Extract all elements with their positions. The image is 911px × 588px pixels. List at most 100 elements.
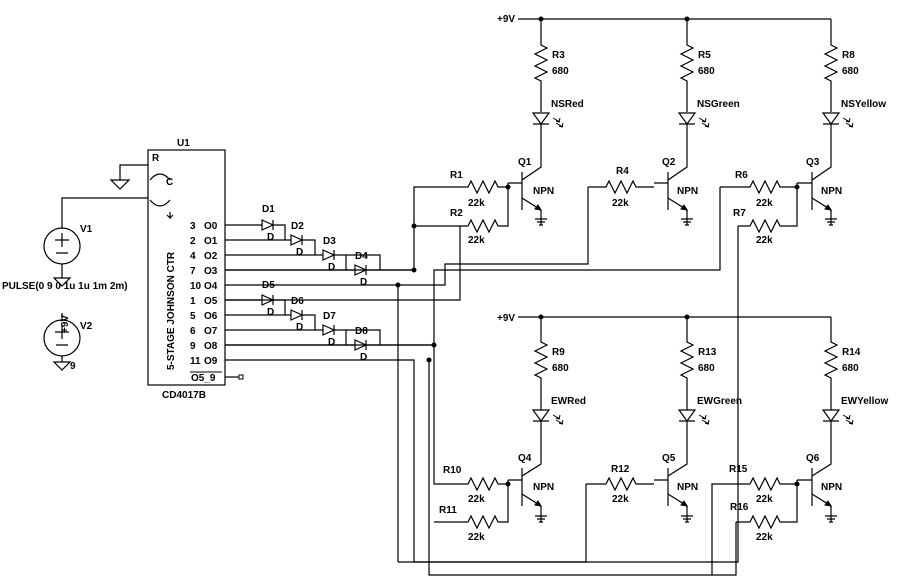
resistor-r10-value: 22k xyxy=(468,494,485,505)
diode-name: D3 xyxy=(323,236,336,247)
ic-pin-number: 3 xyxy=(190,221,196,232)
led-ew-yellow-label: EWYellow xyxy=(841,396,888,407)
resistor-r4-value: 22k xyxy=(612,198,629,209)
ns-red-branch: R3 680 NSRed Q1 NPN xyxy=(508,19,584,226)
transistor-q3-type: NPN xyxy=(821,186,842,197)
ic-ref-label: U1 xyxy=(177,138,190,149)
resistor-r5-value: 680 xyxy=(698,66,715,77)
transistor-q2-type: NPN xyxy=(677,186,698,197)
v2-pos-label: +9V xyxy=(60,315,71,333)
resistor-r1-name: R1 xyxy=(450,170,463,181)
v1-name: V1 xyxy=(80,224,93,235)
transistor-q6-name: Q6 xyxy=(806,453,820,464)
diode-name: D1 xyxy=(262,204,275,215)
diode-type: D xyxy=(360,277,367,288)
ic-pin-number: 2 xyxy=(190,236,196,247)
ic-output-label: O9 xyxy=(204,356,218,367)
ic-output-label: O7 xyxy=(204,326,218,337)
resistor-r13-name: R13 xyxy=(698,347,717,358)
resistor-r12-value: 22k xyxy=(612,494,629,505)
resistor-r5-name: R5 xyxy=(698,50,711,61)
ic-pin-number: 7 xyxy=(190,266,196,277)
resistor-r14-name: R14 xyxy=(842,347,861,358)
resistor-r11-value: 22k xyxy=(468,532,485,543)
ic-pin-number: 4 xyxy=(190,251,196,262)
diode-type: D xyxy=(328,337,335,348)
diode-type: D xyxy=(360,352,367,363)
transistor-q4-type: NPN xyxy=(533,482,554,493)
diode-symbol xyxy=(225,324,336,336)
ic-pin-number: 11 xyxy=(190,356,201,367)
ic-carry-out-label: O5_9 xyxy=(191,373,216,384)
diode-name: D4 xyxy=(355,251,368,262)
diode-symbol xyxy=(225,309,304,321)
transistor-q1-name: Q1 xyxy=(518,157,532,168)
resistor-r4-name: R4 xyxy=(616,166,629,177)
resistor-r14-value: 680 xyxy=(842,363,859,374)
ic-reset-pin-label: R xyxy=(152,153,160,164)
diode-symbol xyxy=(225,249,336,261)
ew-red-branch: R9 680 EWRed Q4 NPN xyxy=(508,317,586,523)
diode-symbol xyxy=(225,219,275,231)
diode-name: D6 xyxy=(291,296,304,307)
ns-green-branch: R5 680 NSGreen Q2 NPN xyxy=(654,19,740,226)
ns-yellow-branch: R8 680 NSYellow Q3 NPN xyxy=(797,19,886,226)
ic-pin-number: 5 xyxy=(190,311,196,322)
resistor-r2-name: R2 xyxy=(450,208,463,219)
resistor-r12-name: R12 xyxy=(611,464,630,475)
ic-output-label: O3 xyxy=(204,266,218,277)
resistor-r7-value: 22k xyxy=(756,235,773,246)
ic-pin-number: 9 xyxy=(190,341,196,352)
ns-rail-label: +9V xyxy=(497,14,515,25)
diode-type: D xyxy=(296,322,303,333)
transistor-q2-name: Q2 xyxy=(662,157,676,168)
transistor-q6-type: NPN xyxy=(821,482,842,493)
transistor-q4-name: Q4 xyxy=(518,453,532,464)
resistor-r3-name: R3 xyxy=(552,50,565,61)
pulse-source-v1: V1 PULSE(0 9 0 1u 1u 1m 2m) xyxy=(2,197,148,292)
resistor-r9-name: R9 xyxy=(552,347,565,358)
ic-body-text: 5-STAGE JOHNSON CTR xyxy=(166,251,177,370)
transistor-q5-type: NPN xyxy=(677,482,698,493)
ic-output-label: O2 xyxy=(204,251,218,262)
ew-green-branch: R13 680 EWGreen Q5 NPN xyxy=(654,317,742,523)
ic-output-label: O0 xyxy=(204,221,218,232)
v1-value: PULSE(0 9 0 1u 1u 1m 2m) xyxy=(2,281,128,292)
v2-value: 9 xyxy=(70,361,76,372)
led-ew-green-label: EWGreen xyxy=(697,396,742,407)
diode-symbol xyxy=(225,234,304,246)
resistor-r7-name: R7 xyxy=(733,208,746,219)
resistor-r16-value: 22k xyxy=(756,532,773,543)
resistor-r16-name: R16 xyxy=(730,502,749,513)
diode-type: D xyxy=(267,232,274,243)
led-ns-yellow-label: NSYellow xyxy=(841,99,886,110)
resistor-r15-value: 22k xyxy=(756,494,773,505)
diode-type: D xyxy=(328,262,335,273)
ns-section: +9V R3 680 NSRed Q1 NPN R5 680 NSGreen Q… xyxy=(450,14,886,246)
led-ns-red-label: NSRed xyxy=(551,99,584,110)
resistor-r8-name: R8 xyxy=(842,50,855,61)
ns-base-resistors: R1 22k R2 22k R4 22k R6 22k R7 22k xyxy=(450,166,800,246)
resistor-r8-value: 680 xyxy=(842,66,859,77)
signal-routing xyxy=(225,186,739,576)
ic-part-label: CD4017B xyxy=(162,390,206,401)
reset-wiring xyxy=(109,164,148,190)
resistor-r11-name: R11 xyxy=(439,505,457,516)
v2-name: V2 xyxy=(80,321,93,332)
transistor-q3-name: Q3 xyxy=(806,157,820,168)
ic-output-label: O6 xyxy=(204,311,218,322)
ew-base-resistors: R10 22k R11 22k R12 22k R15 22k R16 22k xyxy=(439,464,800,543)
diode-name: D2 xyxy=(291,221,304,232)
resistor-r9-value: 680 xyxy=(552,363,569,374)
resistor-r3-value: 680 xyxy=(552,66,569,77)
diode-type: D xyxy=(267,307,274,318)
transistor-q5-name: Q5 xyxy=(662,453,676,464)
ic-clock-pin-label: C xyxy=(166,177,173,188)
resistor-r6-value: 22k xyxy=(756,198,773,209)
transistor-q1-type: NPN xyxy=(533,186,554,197)
ic-pin-number: 10 xyxy=(190,281,202,292)
ew-section: +9V R9 680 EWRed Q4 NPN R13 680 EWGreen … xyxy=(439,313,888,543)
